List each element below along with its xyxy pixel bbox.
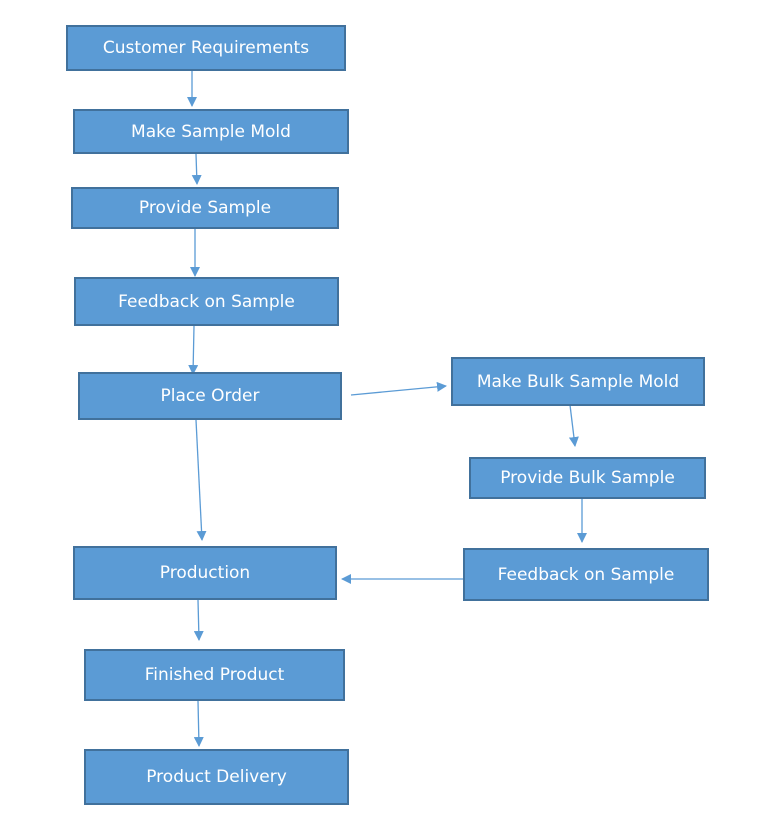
node-label: Provide Bulk Sample — [500, 468, 675, 488]
edge-make-bulk-sample-mold-to-provide-bulk-sample — [568, 404, 579, 447]
node-make-sample-mold: Make Sample Mold — [73, 109, 349, 154]
edge-make-sample-mold-to-provide-sample — [191, 153, 202, 185]
node-provide-bulk-sample: Provide Bulk Sample — [469, 457, 706, 499]
node-label: Customer Requirements — [102, 38, 310, 58]
edge-feedback-to-place-order — [188, 325, 199, 375]
node-provide-sample: Provide Sample — [71, 187, 339, 229]
node-production: Production — [73, 546, 337, 600]
edge-production-to-finished-product — [193, 599, 204, 641]
edge-finished-product-to-delivery — [193, 700, 204, 747]
node-customer-requirements: Customer Requirements — [66, 25, 346, 71]
node-label: Make Bulk Sample Mold — [476, 371, 680, 392]
node-product-delivery: Product Delivery — [84, 749, 349, 805]
node-label: Finished Product — [144, 665, 285, 685]
node-finished-product: Finished Product — [84, 649, 345, 701]
node-label: Provide Sample — [138, 198, 272, 218]
node-label: Place Order — [160, 386, 260, 406]
node-make-bulk-sample-mold: Make Bulk Sample Mold — [451, 357, 705, 406]
edge-place-order-to-make-bulk-sample-mold — [350, 381, 447, 396]
edge-place-order-to-production — [195, 419, 207, 541]
node-place-order: Place Order — [78, 372, 342, 420]
node-label: Make Sample Mold — [131, 121, 291, 142]
node-label: Feedback on Sample — [118, 291, 295, 312]
node-feedback-on-sample: Feedback on Sample — [74, 277, 339, 326]
node-label: Production — [159, 563, 251, 583]
node-feedback-on-bulk-sample: Feedback on Sample — [463, 548, 709, 601]
node-label: Product Delivery — [146, 767, 287, 787]
node-label: Feedback on Sample — [497, 564, 675, 585]
